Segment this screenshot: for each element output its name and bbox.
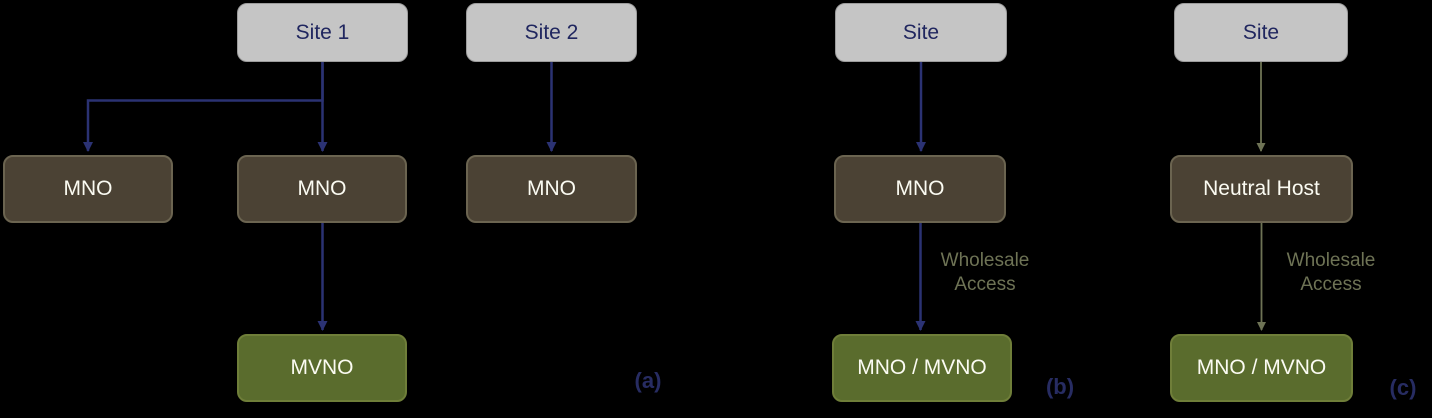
mno-mvno-b-label: MNO / MVNO	[857, 356, 987, 379]
mno-b-box: MNO	[834, 155, 1006, 223]
wholesale-line1-c: Wholesale	[1286, 250, 1376, 271]
mno-b-label: MNO	[895, 177, 945, 200]
site1-box: Site 1	[237, 3, 408, 62]
wholesale-line2-c: Access	[1300, 274, 1362, 295]
mno-mvno-c-label: MNO / MVNO	[1196, 356, 1327, 379]
mno-left-box: MNO	[3, 155, 173, 223]
mno-mid-box: MNO	[237, 155, 407, 223]
site-c-box: Site	[1174, 3, 1348, 62]
mno-left-label: MNO	[63, 177, 113, 200]
caption-b: (b)	[1045, 374, 1075, 399]
wholesale-line1-b: Wholesale	[940, 250, 1030, 271]
mvno-label: MVNO	[290, 356, 354, 379]
mno-site2-label: MNO	[527, 177, 576, 200]
caption-a: (a)	[634, 368, 662, 393]
arrow-site1-to-mno-left	[83, 62, 324, 152]
mno-mid-label: MNO	[297, 177, 347, 200]
site2-label: Site 2	[524, 20, 579, 44]
mno-site2-box: MNO	[466, 155, 637, 223]
site-c-label: Site	[1242, 20, 1280, 44]
site-b-label: Site	[902, 20, 940, 44]
wholesale-line2-b: Access	[954, 274, 1016, 295]
neutral-host-box: Neutral Host	[1170, 155, 1353, 223]
neutral-host-label: Neutral Host	[1203, 177, 1320, 200]
mno-mvno-b-box: MNO / MVNO	[832, 334, 1012, 402]
site-b-box: Site	[835, 3, 1007, 62]
site2-box: Site 2	[466, 3, 637, 62]
mvno-box: MVNO	[237, 334, 407, 402]
mno-mvno-c-box: MNO / MVNO	[1170, 334, 1353, 402]
wholesale-access-label-c: Wholesale Access	[1275, 249, 1387, 297]
caption-c: (c)	[1389, 375, 1417, 400]
wholesale-access-label-b: Wholesale Access	[929, 249, 1041, 297]
site1-label: Site 1	[295, 20, 350, 44]
